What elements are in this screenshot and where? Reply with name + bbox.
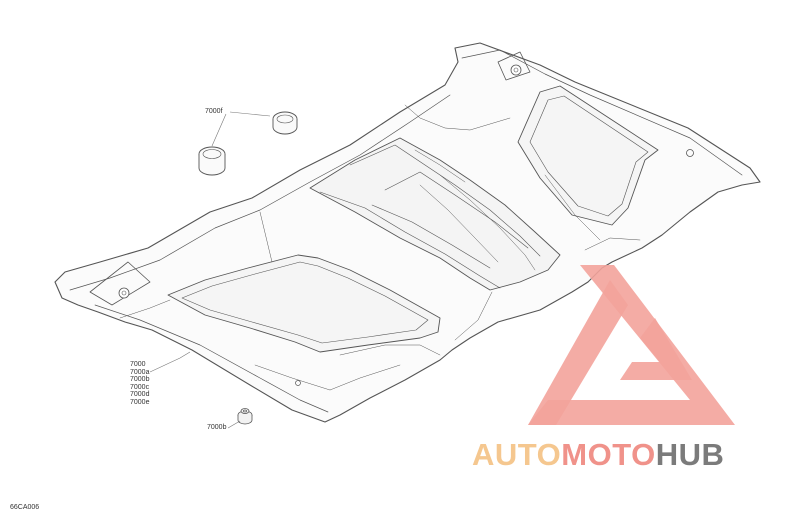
watermark-triangle [528,265,735,425]
callout-assembly-item: 7000d [130,391,150,399]
watermark-moto: MOTO [561,437,656,472]
callout-assembly-item: 7000e [130,398,150,406]
clip-band-part [198,146,226,176]
watermark-hub: HUB [655,437,725,472]
roof-panel [54,42,761,423]
callout-assembly-item: 7000 [130,361,146,368]
watermark-text: AUTOMOTOHUB [472,437,724,473]
clip-band-part [272,111,298,135]
callout-assembly-item: 7000b [130,376,150,384]
callout-assembly-item: 7000c [130,383,150,391]
figure-code: 66CA006 [10,504,40,511]
watermark-auto: AUTO [472,437,562,472]
callout-assembly-item: 7000a [130,368,150,376]
nut-part [237,408,253,425]
callout-assembly-list: 7000 7000a 7000b 7000c 7000d 7000e [130,361,149,407]
leader-lines [149,111,271,429]
callout-nut: 7000b [207,424,227,431]
watermark-inner-mark [620,318,692,380]
watermark-logo [528,265,735,425]
callout-clip: 7000f [205,108,223,115]
